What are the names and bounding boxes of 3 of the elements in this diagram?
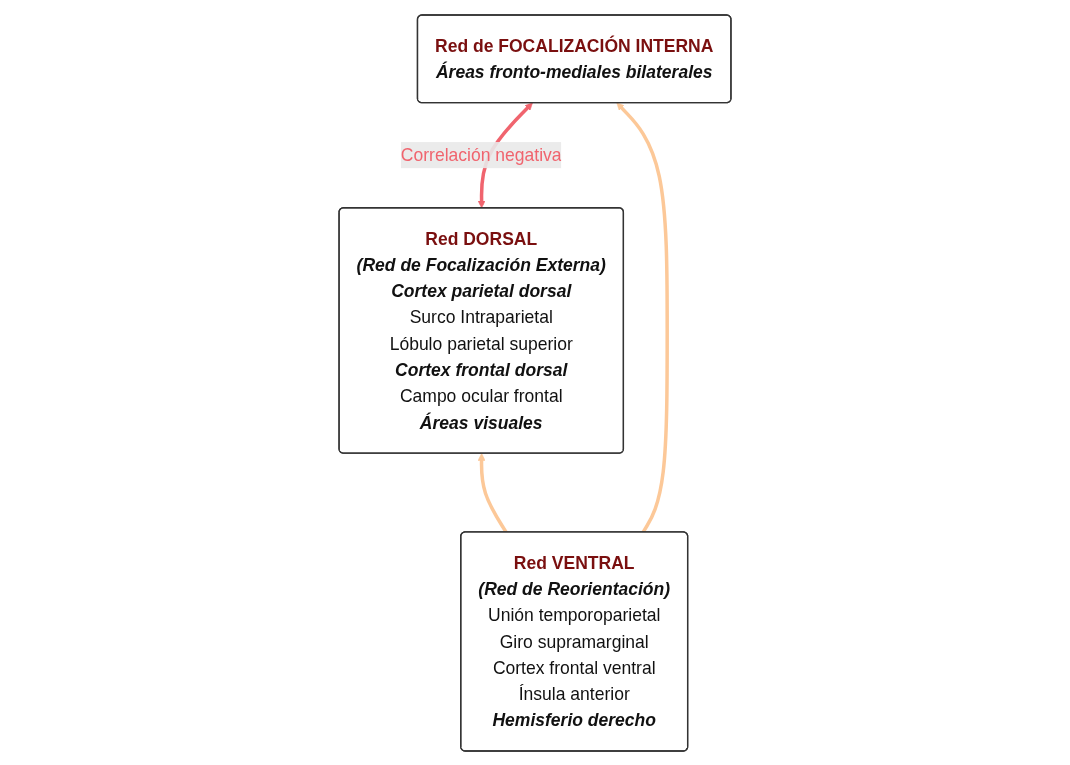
- arrow: [477, 452, 508, 533]
- arrow: [616, 102, 669, 533]
- edge-label: Correlación negativa: [400, 145, 562, 165]
